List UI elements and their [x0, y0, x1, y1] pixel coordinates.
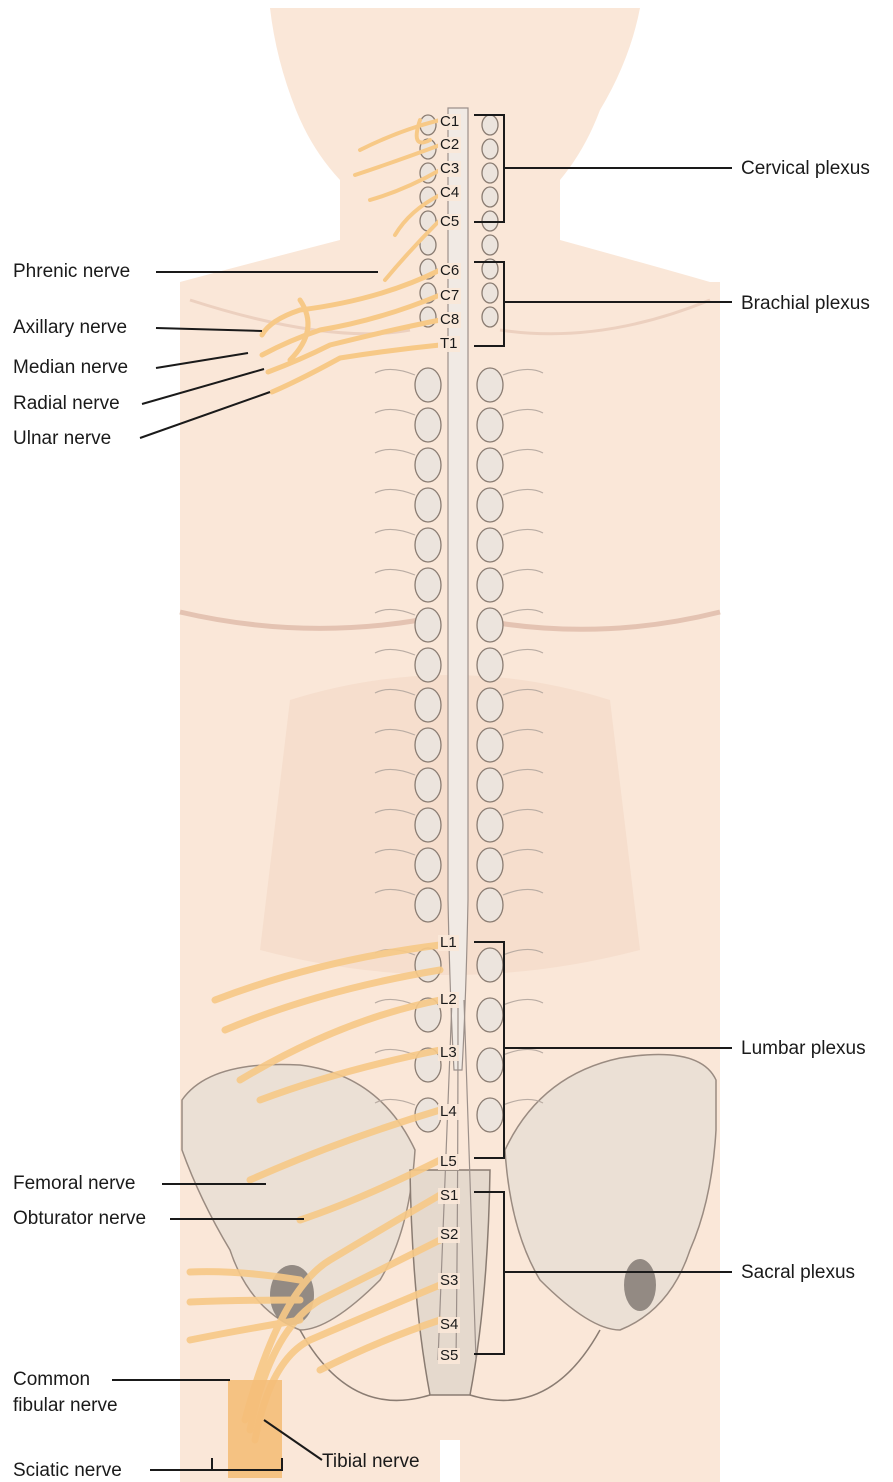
vertebral-ganglion [477, 408, 503, 442]
tibial-nerve-label: Tibial nerve [322, 1451, 420, 1473]
segment-label-c8: C8 [438, 312, 461, 328]
segment-label-c4: C4 [438, 185, 461, 201]
common-fibular-nerve-label-line2: fibular nerve [13, 1395, 118, 1417]
vertebral-ganglion [482, 235, 498, 255]
median-nerve-label: Median nerve [13, 357, 128, 379]
sacral-nerve-branch [190, 1300, 300, 1302]
cord-body [448, 108, 468, 1070]
vertebral-ganglion [482, 139, 498, 159]
vertebral-ganglion [415, 448, 441, 482]
vertebral-ganglion [477, 488, 503, 522]
segment-label-s4: S4 [438, 1317, 460, 1333]
vertebral-ganglion [415, 368, 441, 402]
vertebral-ganglion [477, 768, 503, 802]
right-acetabulum [624, 1259, 656, 1311]
vertebral-ganglion [477, 648, 503, 682]
vertebral-ganglion [477, 1098, 503, 1132]
vertebral-ganglion [415, 648, 441, 682]
segment-label-l2: L2 [438, 992, 459, 1008]
vertebral-ganglion [415, 848, 441, 882]
vertebral-ganglion [482, 307, 498, 327]
ulnar-nerve-label: Ulnar nerve [13, 428, 111, 450]
segment-label-c1: C1 [438, 114, 461, 130]
sciatic-nerve-label: Sciatic nerve [13, 1460, 122, 1482]
vertebral-ganglion [415, 768, 441, 802]
femoral-nerve-label: Femoral nerve [13, 1173, 136, 1195]
vertebral-ganglion [477, 848, 503, 882]
common-fibular-nerve-label-line1: Common [13, 1369, 90, 1391]
segment-label-l4: L4 [438, 1104, 459, 1120]
segment-label-t1: T1 [438, 336, 460, 352]
vertebral-ganglion [477, 528, 503, 562]
vertebral-ganglion [477, 728, 503, 762]
vertebral-ganglion [415, 688, 441, 722]
axillary-nerve-label: Axillary nerve [13, 317, 127, 339]
sacral-plexus-label: Sacral plexus [741, 1262, 855, 1284]
segment-label-c3: C3 [438, 161, 461, 177]
vertebral-ganglion [477, 1048, 503, 1082]
segment-label-c5: C5 [438, 214, 461, 230]
brachial-plexus-label: Brachial plexus [741, 293, 870, 315]
vertebral-ganglion [415, 488, 441, 522]
segment-label-c2: C2 [438, 137, 461, 153]
vertebral-ganglion [415, 808, 441, 842]
vertebral-ganglion [477, 368, 503, 402]
vertebral-ganglion [477, 888, 503, 922]
segment-label-c7: C7 [438, 288, 461, 304]
vertebral-ganglion [482, 187, 498, 207]
segment-label-s1: S1 [438, 1188, 460, 1204]
segment-label-s2: S2 [438, 1227, 460, 1243]
vertebral-ganglion [477, 448, 503, 482]
segment-label-s5: S5 [438, 1348, 460, 1364]
vertebral-ganglion [477, 568, 503, 602]
segment-label-c6: C6 [438, 263, 461, 279]
vertebral-ganglion [415, 608, 441, 642]
leg-gap [440, 1440, 460, 1482]
segment-label-l3: L3 [438, 1045, 459, 1061]
vertebral-ganglion [477, 948, 503, 982]
obturator-nerve-label: Obturator nerve [13, 1208, 146, 1230]
vertebral-ganglion [482, 163, 498, 183]
vertebral-ganglion [477, 808, 503, 842]
segment-label-l1: L1 [438, 935, 459, 951]
vertebral-ganglion [415, 528, 441, 562]
vertebral-ganglion [482, 115, 498, 135]
radial-nerve-label: Radial nerve [13, 393, 120, 415]
vertebral-ganglion [482, 283, 498, 303]
phrenic-nerve-label: Phrenic nerve [13, 261, 130, 283]
vertebral-ganglion [477, 608, 503, 642]
vertebral-ganglion [415, 888, 441, 922]
sciatic-nerve-trunk [228, 1380, 282, 1478]
lumbar-plexus-label: Lumbar plexus [741, 1038, 866, 1060]
vertebral-ganglion [415, 728, 441, 762]
cervical-plexus-label: Cervical plexus [741, 158, 870, 180]
vertebral-ganglion [415, 408, 441, 442]
segment-label-l5: L5 [438, 1154, 459, 1170]
vertebral-ganglion [477, 998, 503, 1032]
vertebral-ganglion [477, 688, 503, 722]
vertebral-ganglion [415, 568, 441, 602]
segment-label-s3: S3 [438, 1273, 460, 1289]
